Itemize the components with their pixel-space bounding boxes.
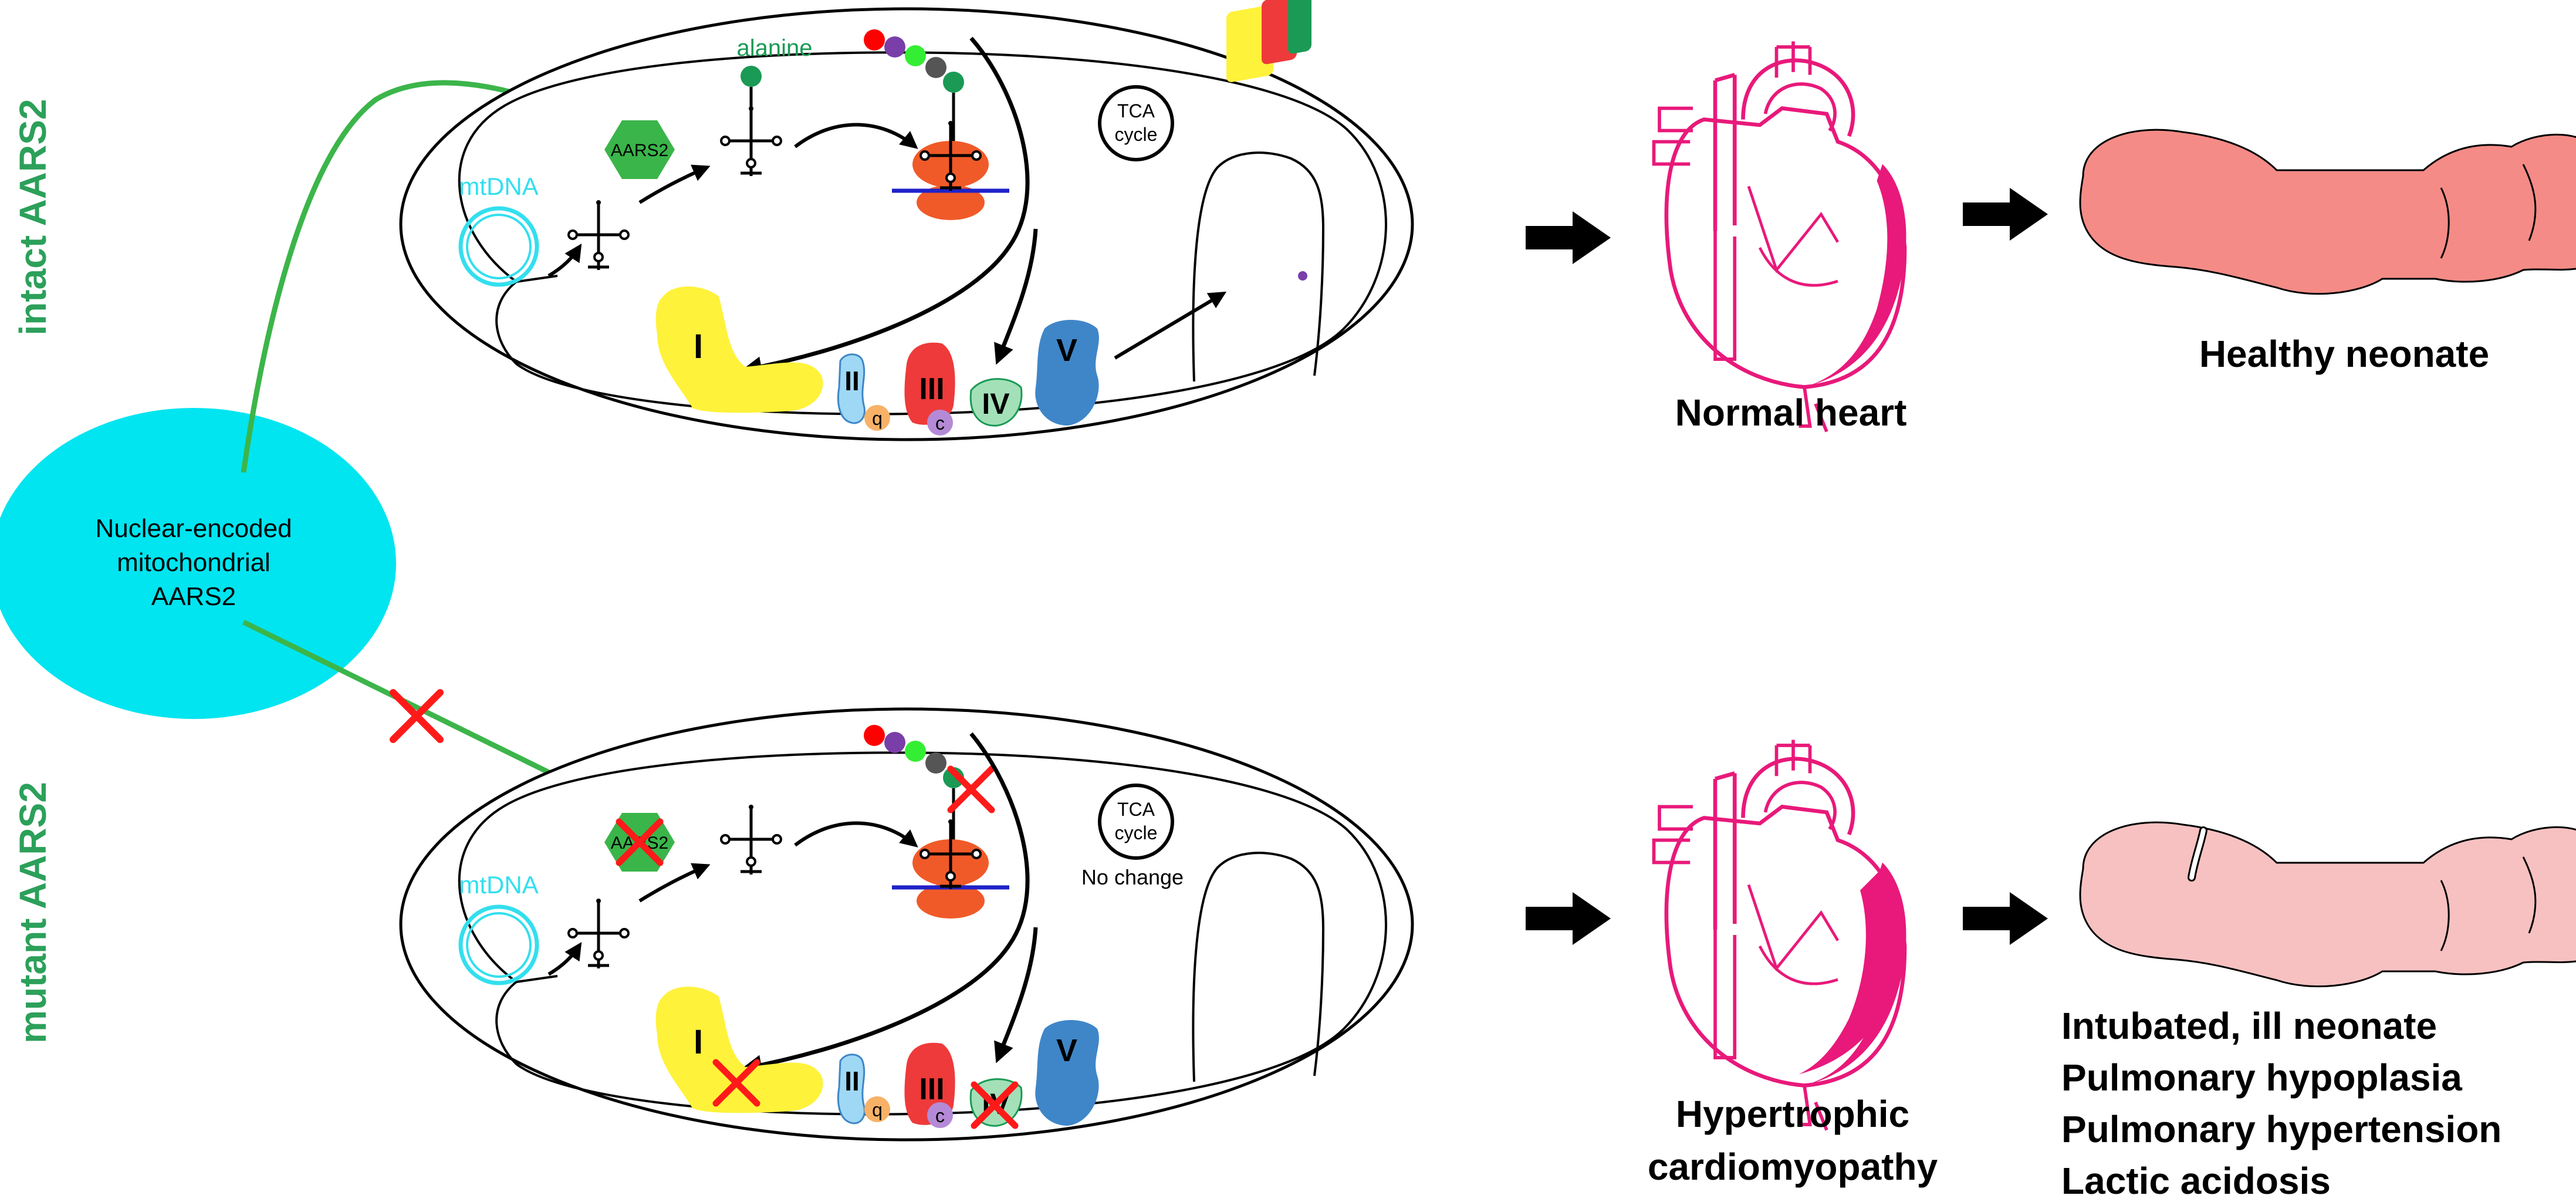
nascent-peptide bbox=[864, 29, 964, 93]
c-label: c bbox=[935, 1105, 945, 1126]
complex-I-label: I bbox=[694, 327, 703, 366]
tca-cycle-icon bbox=[1098, 85, 1174, 161]
mito-inner-membrane bbox=[458, 751, 1387, 1116]
cytochrome-c-icon bbox=[927, 410, 953, 435]
mtdna-label: mtDNA bbox=[459, 173, 538, 200]
tca-label-line-2: cycle bbox=[1115, 822, 1158, 843]
complex-II-label: II bbox=[844, 366, 860, 396]
intact-mitochondrion: mtDNA AARS2 alanine bbox=[399, 0, 1414, 441]
arrow-to-heart-mutant bbox=[1526, 892, 1611, 945]
arrow-to-heart-intact bbox=[1526, 211, 1611, 264]
arrow-protein-to-complexes bbox=[741, 36, 1030, 377]
import-block-x-icon bbox=[390, 689, 444, 743]
aars2-blocked-x-icon bbox=[616, 818, 664, 866]
arrow-protein-to-complexIV bbox=[994, 927, 1038, 1063]
complex-I-label: I bbox=[694, 1023, 703, 1061]
mtdna-inner-ring bbox=[466, 214, 532, 279]
complex-IV-blocked-x-icon bbox=[971, 1081, 1019, 1129]
mutant-side-label: mutant AARS2 bbox=[12, 782, 54, 1044]
arrow-protein-to-complexes bbox=[741, 732, 1030, 1075]
nucleus bbox=[0, 408, 396, 719]
arrow-to-neonate-intact bbox=[1963, 188, 2048, 241]
mito-inner-membrane bbox=[458, 51, 1387, 416]
hypertrophic-caption-line-2: cardiomyopathy bbox=[1648, 1146, 1938, 1188]
tca-label-line-2: cycle bbox=[1115, 124, 1158, 145]
mtdna-icon bbox=[458, 904, 539, 985]
complex-II-icon bbox=[837, 1054, 866, 1125]
complex-II-icon bbox=[837, 353, 866, 424]
crista bbox=[1192, 852, 1325, 1082]
ill-neonate-icon bbox=[2079, 821, 2576, 988]
alanine-icon bbox=[741, 66, 762, 87]
arrow-trna-to-ribosome bbox=[794, 123, 918, 149]
nucleus-label-line-1: Nuclear-encoded bbox=[95, 514, 292, 543]
aars2-enzyme-icon bbox=[604, 120, 675, 179]
q-label: q bbox=[872, 408, 883, 429]
ill-neonate-caption-line-4: Lactic acidosis bbox=[2061, 1160, 2331, 1202]
arrow-trna-to-ribosome bbox=[794, 821, 918, 848]
arrow-to-supercomplex bbox=[1114, 291, 1227, 360]
intact-side-label: intact AARS2 bbox=[12, 99, 54, 335]
translation-blocked-x-icon bbox=[947, 765, 995, 813]
mtdna-icon bbox=[458, 206, 539, 287]
nucleus-label-line-2: mitochondrial bbox=[117, 548, 271, 577]
arrow-trna-to-aars2 bbox=[638, 863, 711, 903]
complex-V-icon bbox=[1035, 1020, 1099, 1126]
c-label: c bbox=[935, 413, 945, 434]
complex-V-icon bbox=[1035, 320, 1099, 426]
arrow-mtdna-to-trna bbox=[547, 243, 582, 278]
normal-heart-caption: Normal heart bbox=[1675, 391, 1907, 434]
complex-III-label: III bbox=[919, 1072, 944, 1106]
complex-IV-icon bbox=[969, 378, 1023, 427]
arrow-to-neonate-mutant bbox=[1963, 892, 2048, 945]
mtdna-inner-ring bbox=[466, 912, 532, 978]
cytochrome-c-icon bbox=[927, 1102, 953, 1128]
normal-heart-icon bbox=[1654, 42, 1906, 432]
tca-label-line-1: TCA bbox=[1117, 799, 1155, 820]
healthy-neonate-caption: Healthy neonate bbox=[2199, 333, 2489, 375]
ubiquinone-q-icon bbox=[864, 1096, 890, 1122]
complex-III-icon bbox=[904, 342, 955, 425]
ill-neonate-caption-line-1: Intubated, ill neonate bbox=[2061, 1005, 2437, 1047]
aars2-label: AARS2 bbox=[611, 141, 668, 160]
healthy-neonate-icon bbox=[2079, 129, 2576, 295]
complex-II-label: II bbox=[844, 1066, 860, 1096]
arrow-trna-to-aars2 bbox=[638, 164, 711, 204]
ill-neonate-caption-line-2: Pulmonary hypoplasia bbox=[2061, 1056, 2462, 1099]
arrow-mtdna-to-trna bbox=[547, 941, 582, 976]
nascent-peptide bbox=[864, 725, 964, 788]
complex-I-icon bbox=[655, 987, 823, 1113]
crista bbox=[1192, 151, 1325, 382]
ubiquinone-q-icon bbox=[864, 405, 890, 431]
arrow-protein-to-complexIV bbox=[994, 228, 1038, 365]
complex-I-blocked-x-icon bbox=[712, 1059, 760, 1107]
complex-IV-label: IV bbox=[982, 387, 1010, 420]
complex-V-label: V bbox=[1056, 333, 1077, 368]
hypertrophic-caption-line-1: Hypertrophic bbox=[1676, 1093, 1909, 1135]
nucleus-label-line-3: AARS2 bbox=[151, 582, 236, 611]
tca-no-change-label: No change bbox=[1081, 865, 1184, 889]
hypertrophic-heart-icon bbox=[1654, 740, 1906, 1130]
intubation-tube-inner bbox=[2189, 828, 2206, 880]
tca-label-line-1: TCA bbox=[1117, 100, 1155, 121]
respiratory-supercomplex-icon bbox=[1226, 0, 1311, 281]
alanine-label: alanine bbox=[736, 35, 812, 61]
complex-III-label: III bbox=[919, 372, 944, 406]
mtdna-label: mtDNA bbox=[459, 871, 538, 899]
mutant-mitochondrion: mtDNA AARS2 bbox=[399, 707, 1414, 1142]
q-label: q bbox=[872, 1099, 883, 1120]
tca-cycle-icon bbox=[1098, 784, 1174, 860]
ill-neonate-caption-line-3: Pulmonary hypertension bbox=[2061, 1108, 2501, 1150]
complex-V-label: V bbox=[1056, 1033, 1077, 1068]
complex-I-icon bbox=[655, 286, 823, 413]
